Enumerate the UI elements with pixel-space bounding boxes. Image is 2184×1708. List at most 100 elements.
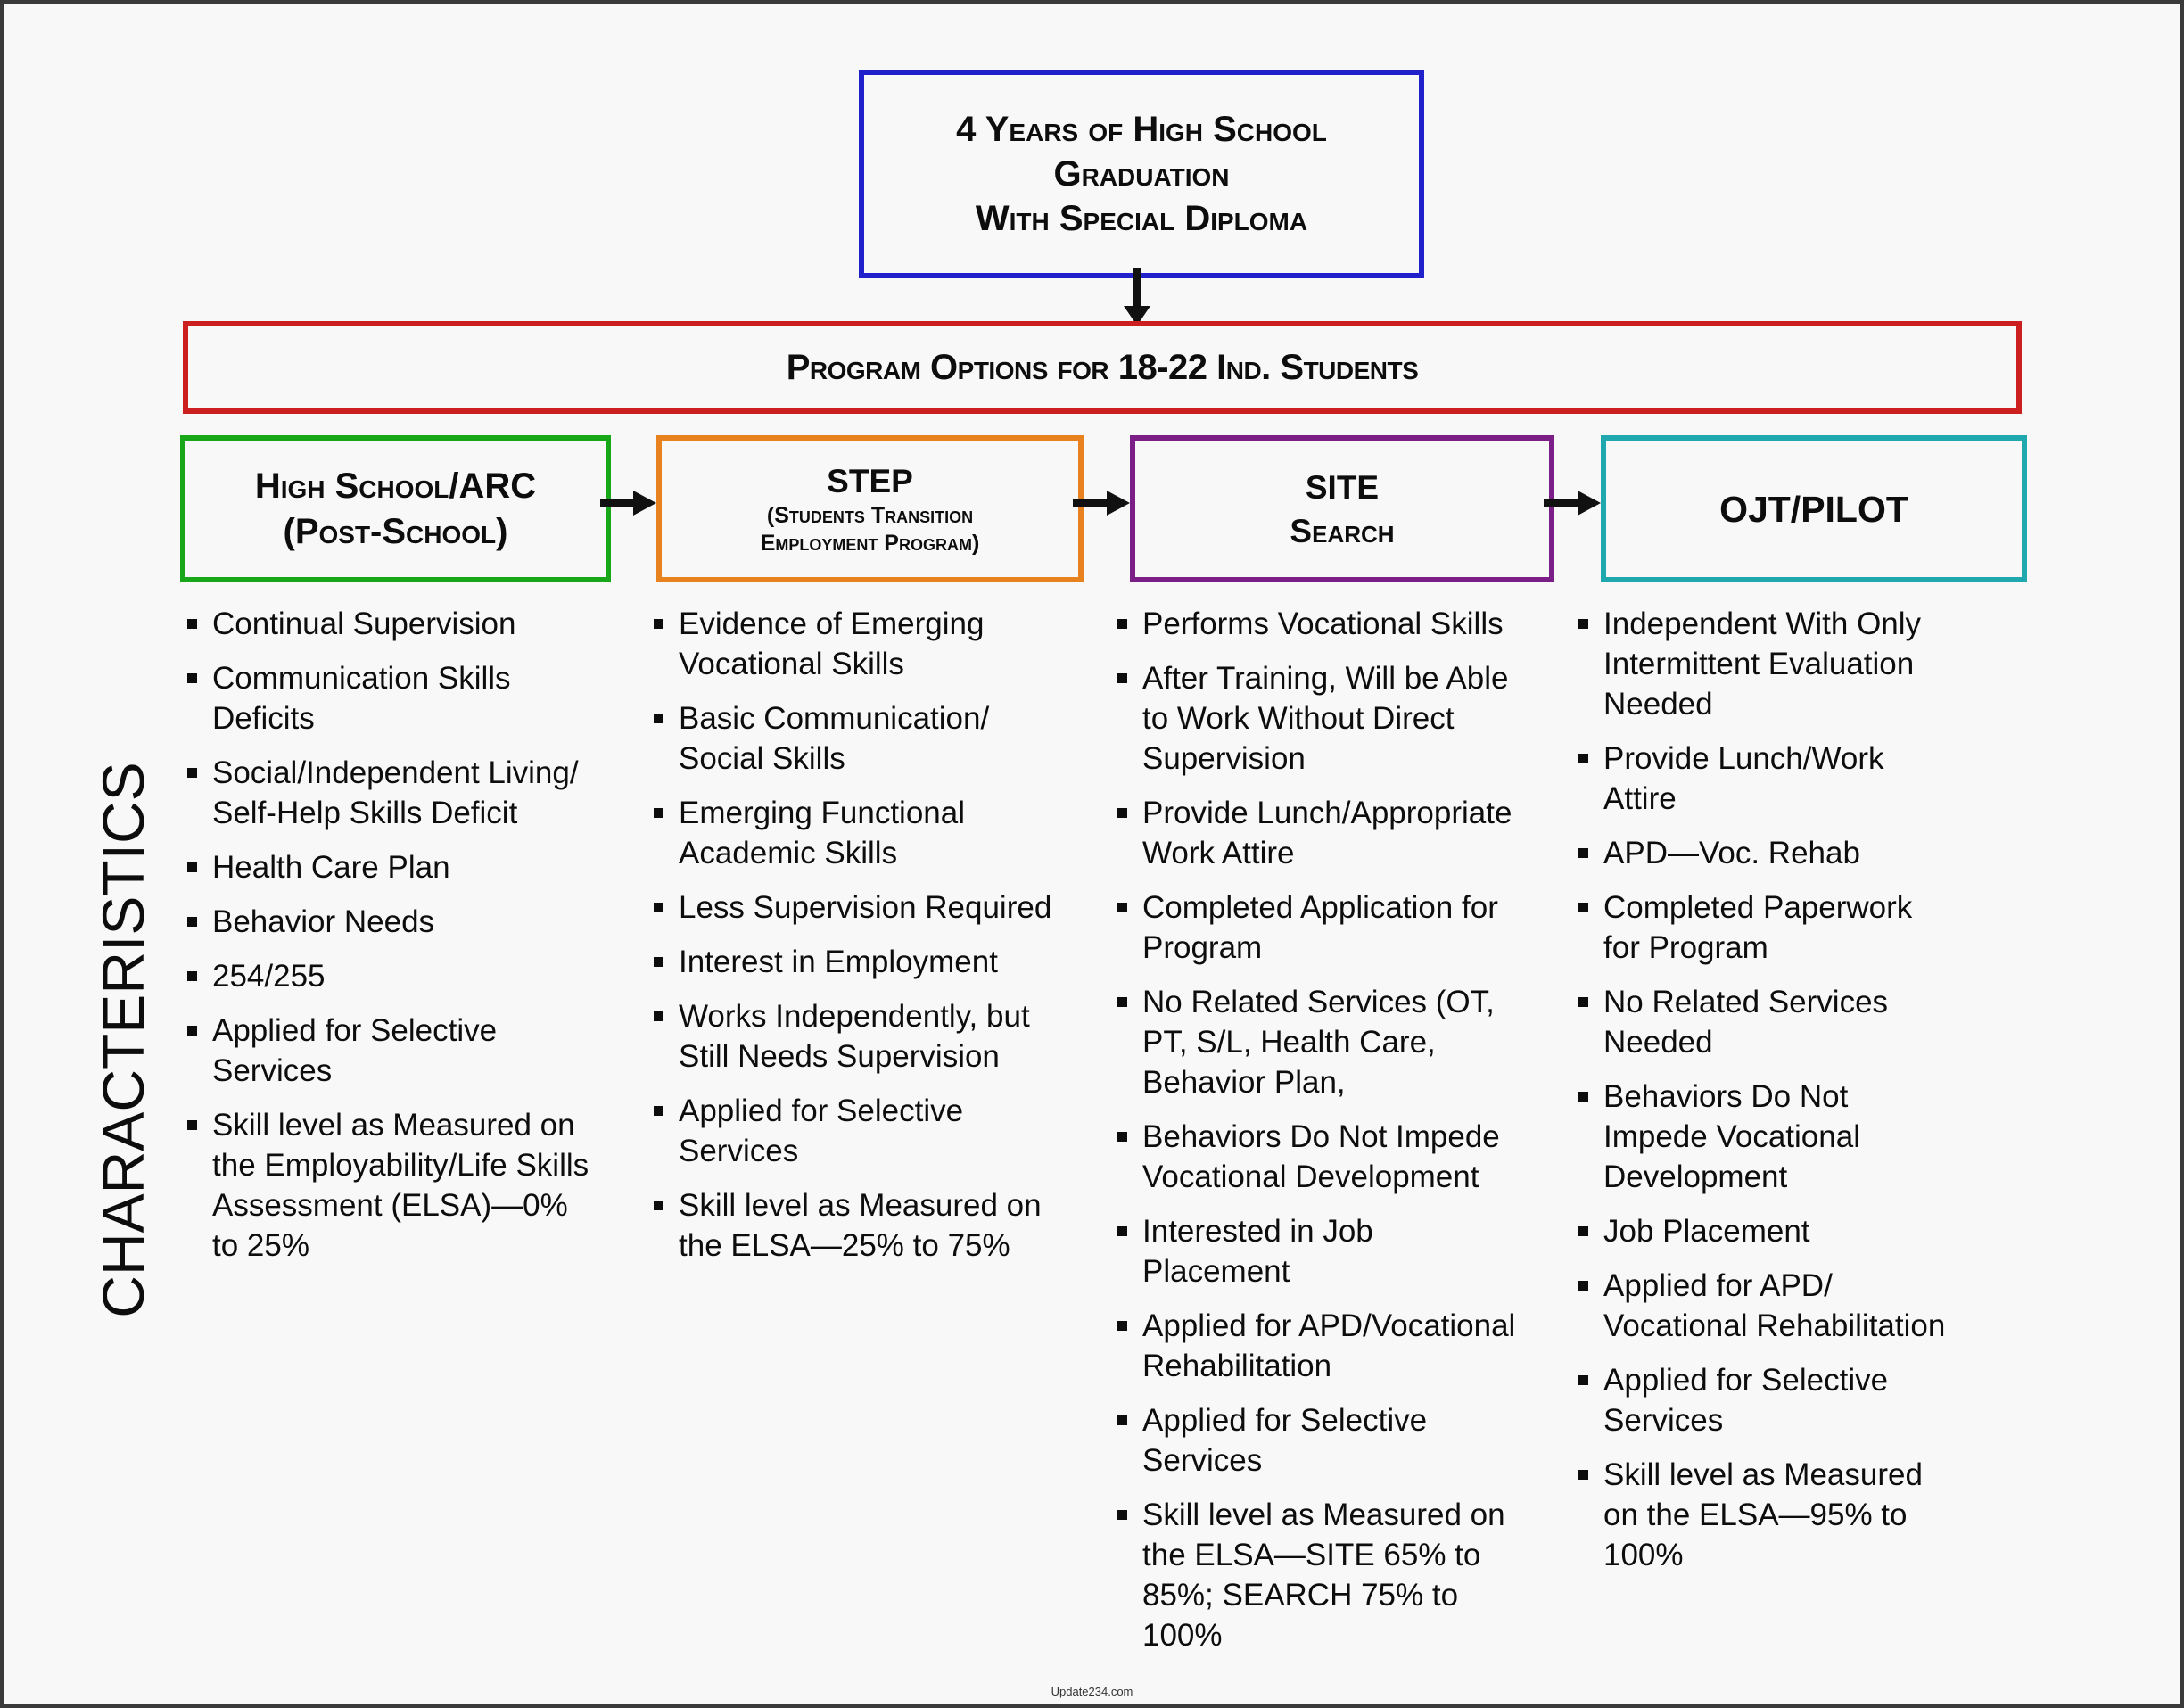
watermark-text: Update234.com: [1051, 1685, 1133, 1698]
column-header-high-school-arc: High School/ARC(Post-School): [180, 435, 611, 582]
bullet-square-icon: [654, 714, 663, 723]
bullet-square-icon: [1117, 1321, 1127, 1331]
list-item: Less Supervision Required: [654, 887, 1071, 928]
bullet-square-icon: [654, 619, 663, 629]
bullet-text: Behaviors Do Not Impede Vocational Devel…: [1603, 1079, 1860, 1194]
bullet-square-icon: [1578, 754, 1588, 763]
bullet-text: Applied for APD/Vocational Rehabilitatio…: [1142, 1308, 1516, 1383]
bullet-square-icon: [654, 1011, 663, 1021]
column-subtitle-line: Employment Program): [760, 530, 980, 556]
list-item: Applied for APD/Vocational Rehabilitatio…: [1117, 1306, 1526, 1386]
right-arrow-icon: [600, 499, 634, 507]
bullet-text: Applied for APD/ Vocational Rehabilitati…: [1603, 1268, 1946, 1343]
bullet-text: Continual Supervision: [212, 606, 516, 641]
list-item: Interested in Job Placement: [1117, 1211, 1526, 1291]
list-item: Completed Application for Program: [1117, 887, 1526, 968]
bullet-square-icon: [187, 971, 197, 981]
bullet-text: Independent With Only Intermittent Evalu…: [1603, 606, 1922, 722]
list-item: Provide Lunch/Appropriate Work Attire: [1117, 793, 1526, 873]
list-item: Applied for Selective Services: [1578, 1360, 1953, 1440]
bullet-text: Completed Application for Program: [1142, 890, 1498, 965]
bullet-square-icon: [1578, 1375, 1588, 1385]
program-options-box: Program Options for 18-22 Ind. Students: [183, 321, 2022, 414]
bullet-square-icon: [1117, 1226, 1127, 1236]
bullet-text: Provide Lunch/Work Attire: [1603, 741, 1884, 816]
bullet-text: 254/255: [212, 959, 326, 994]
bullet-square-icon: [1578, 997, 1588, 1007]
list-item: Applied for APD/ Vocational Rehabilitati…: [1578, 1266, 1953, 1346]
list-item: Behaviors Do Not Impede Vocational Devel…: [1578, 1077, 1953, 1197]
list-item: Skill level as Measured on the ELSA—SITE…: [1117, 1495, 1526, 1655]
characteristics-label: CHARACTERISTICS: [90, 762, 156, 1318]
bullet-square-icon: [654, 808, 663, 818]
bullet-text: Applied for Selective Services: [1142, 1403, 1428, 1478]
bullet-square-icon: [1578, 848, 1588, 858]
bullet-text: Health Care Plan: [212, 850, 450, 885]
down-arrow-icon: [1133, 268, 1141, 308]
bullet-text: Emerging Functional Academic Skills: [679, 796, 965, 871]
bullet-square-icon: [187, 1120, 197, 1130]
bullet-square-icon: [1117, 673, 1127, 683]
bullet-square-icon: [1117, 1510, 1127, 1520]
list-item: Communication Skills Deficits: [187, 658, 590, 738]
bullet-square-icon: [187, 673, 197, 683]
column-header-site-search: SITE Search: [1130, 435, 1554, 582]
bullet-square-icon: [1578, 619, 1588, 629]
bullet-text: Social/Independent Living/ Self-Help Ski…: [212, 755, 579, 830]
list-item: Skill level as Measured on the ELSA—95% …: [1578, 1455, 1953, 1575]
bullet-square-icon: [187, 862, 197, 872]
bullet-square-icon: [1117, 1132, 1127, 1142]
bullet-square-icon: [1117, 997, 1127, 1007]
list-item: Skill level as Measured on the Employabi…: [187, 1105, 590, 1266]
list-item: Independent With Only Intermittent Evalu…: [1578, 604, 1953, 724]
bullet-square-icon: [187, 619, 197, 629]
list-item: Evidence of Emerging Vocational Skills: [654, 604, 1071, 684]
bullet-text: Less Supervision Required: [679, 890, 1052, 925]
list-item: Health Care Plan: [187, 847, 590, 887]
list-item: Applied for Selective Services: [1117, 1400, 1526, 1481]
list-item: Interest in Employment: [654, 942, 1071, 982]
right-arrow-head-icon: [633, 491, 656, 516]
bullet-square-icon: [654, 1106, 663, 1116]
bullet-text: Skill level as Measured on the ELSA—SITE…: [1142, 1498, 1505, 1653]
column-subtitle-line: (Students Transition: [766, 502, 974, 528]
right-arrow-head-icon: [1578, 491, 1601, 516]
bullet-text: Evidence of Emerging Vocational Skills: [679, 606, 985, 681]
bullet-text: Interest in Employment: [679, 945, 998, 979]
bullet-text: Behavior Needs: [212, 904, 435, 939]
bullet-text: Applied for Selective Services: [1603, 1363, 1889, 1438]
bullet-text: Skill level as Measured on the Employabi…: [212, 1108, 589, 1263]
bullet-text: APD—Voc. Rehab: [1603, 836, 1860, 871]
program-options-label: Program Options for 18-22 Ind. Students: [786, 347, 1419, 387]
bullet-square-icon: [1578, 1470, 1588, 1480]
list-item: Performs Vocational Skills: [1117, 604, 1526, 644]
bullet-square-icon: [654, 957, 663, 967]
column-title-line: Search: [1290, 512, 1395, 549]
bullet-text: Skill level as Measured on the ELSA—95% …: [1603, 1457, 1923, 1572]
bullet-square-icon: [1578, 903, 1588, 912]
list-item: No Related Services (OT, PT, S/L, Health…: [1117, 982, 1526, 1102]
list-item: Applied for Selective Services: [187, 1011, 590, 1091]
bullet-text: Provide Lunch/Appropriate Work Attire: [1142, 796, 1512, 871]
bullet-text: Interested in Job Placement: [1142, 1214, 1373, 1289]
right-arrow-icon: [1073, 499, 1107, 507]
bullet-square-icon: [187, 917, 197, 927]
graduation-box-line: With Special Diploma: [975, 199, 1308, 238]
bullet-text: Basic Communication/ Social Skills: [679, 701, 990, 776]
column-header-ojt-pilot: OJT/PILOT: [1601, 435, 2027, 582]
list-item: After Training, Will be Able to Work Wit…: [1117, 658, 1526, 779]
bullet-text: Applied for Selective Services: [679, 1093, 964, 1168]
bullet-square-icon: [1578, 1226, 1588, 1236]
list-item: 254/255: [187, 956, 590, 996]
list-item: Works Independently, but Still Needs Sup…: [654, 996, 1071, 1077]
bullet-square-icon: [1578, 1092, 1588, 1102]
list-item: Provide Lunch/Work Attire: [1578, 738, 1953, 819]
column-title-line: SITE: [1305, 468, 1380, 506]
bullet-square-icon: [1578, 1281, 1588, 1291]
bullet-square-icon: [1117, 903, 1127, 912]
list-item: Completed Paperwork for Program: [1578, 887, 1953, 968]
